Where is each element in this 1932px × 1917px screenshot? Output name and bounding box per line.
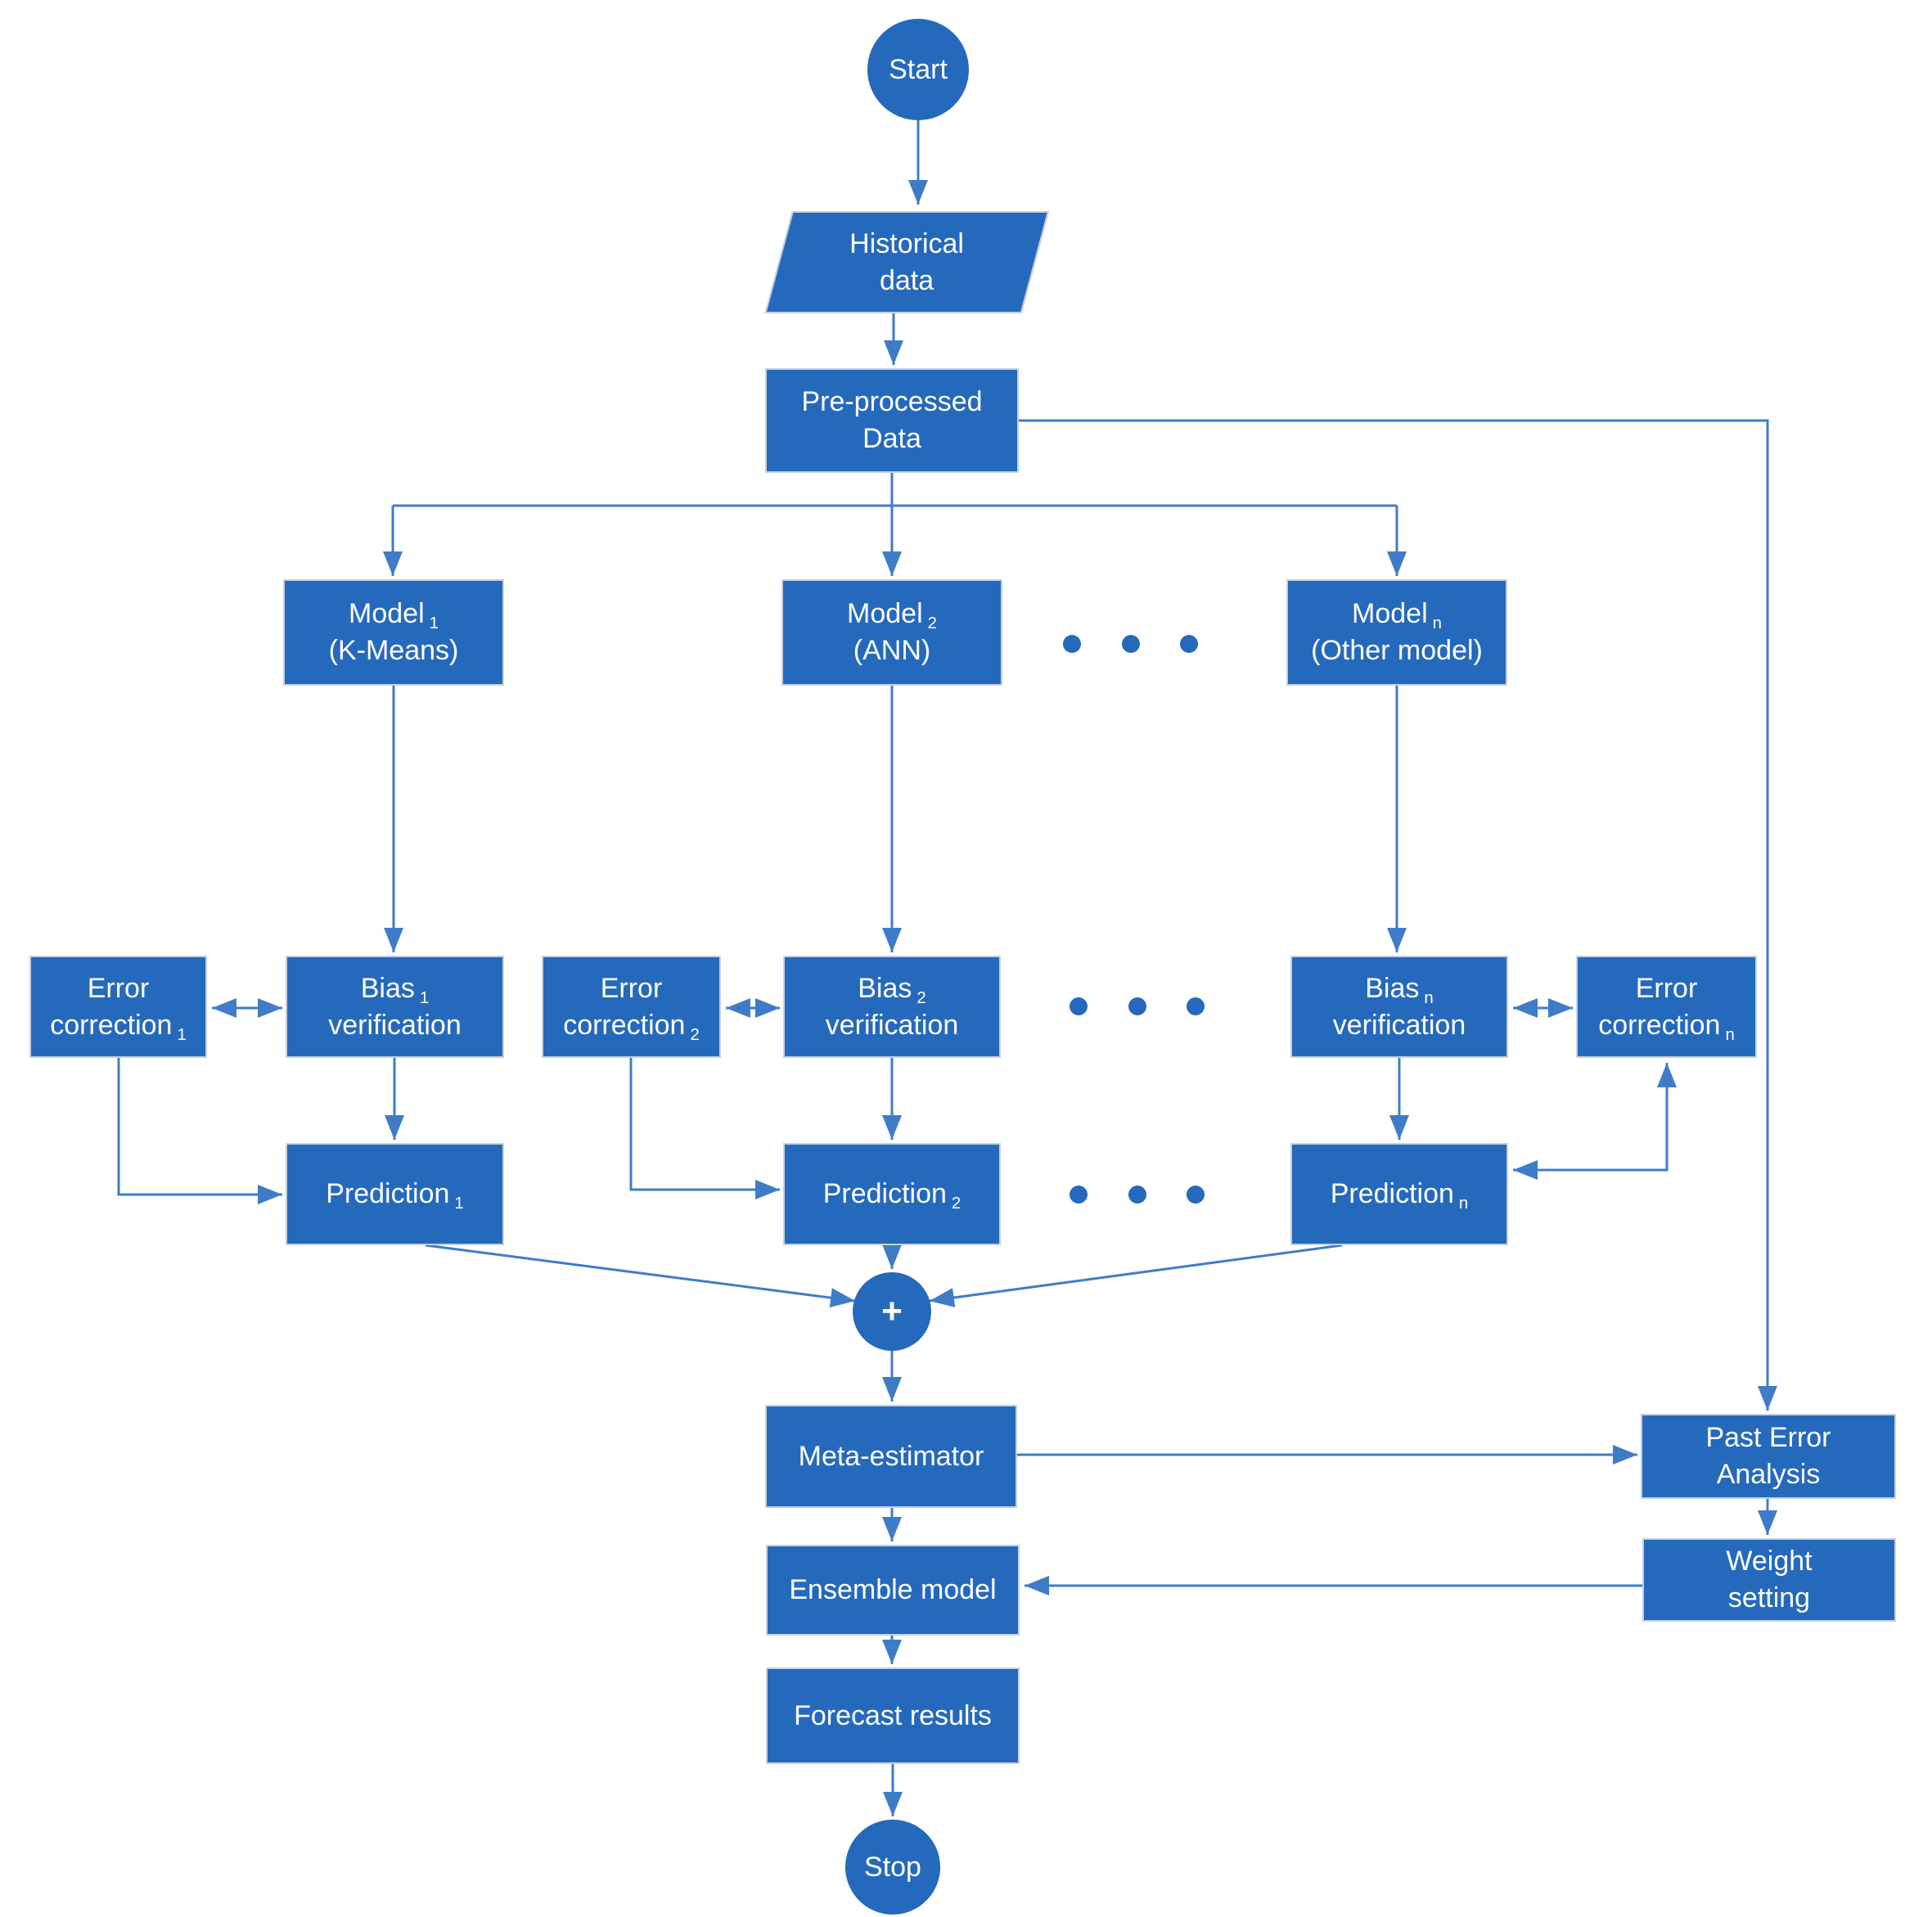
connector-errorn-predictionn-elbow — [1513, 1063, 1677, 1180]
plus-icon: + — [881, 1291, 903, 1331]
dot-icon — [1070, 997, 1088, 1015]
start-node: Start — [867, 19, 969, 120]
bias1-subscript: 1 — [419, 988, 430, 1007]
connector-predictionn-to-sum — [929, 1244, 1343, 1307]
ellipsis-dots-bias — [1070, 997, 1205, 1015]
modeln-subscript: n — [1432, 614, 1442, 633]
weight-setting-node: Weight setting — [1642, 1538, 1896, 1622]
start-label: Start — [889, 53, 948, 85]
connector-error1-to-prediction1 — [117, 1058, 282, 1204]
biasn-subscript: n — [1424, 988, 1434, 1007]
error2-subscript: 2 — [690, 1025, 700, 1044]
model2-label: Model — [847, 598, 923, 630]
sum-node: + — [853, 1272, 931, 1351]
modeln-detail: (Other model) — [1311, 635, 1483, 666]
dot-icon — [1180, 635, 1198, 653]
errorn-subscript: n — [1725, 1025, 1735, 1044]
meta-estimator-node: Meta-estimator — [765, 1405, 1017, 1508]
model2-detail: (ANN) — [853, 635, 931, 666]
ensemble-model-node: Ensemble model — [766, 1545, 1020, 1636]
model1-detail: (K-Means) — [328, 635, 459, 666]
dot-icon — [1121, 635, 1140, 653]
prediction2-subscript: 2 — [951, 1195, 961, 1213]
dot-icon — [1070, 1186, 1088, 1204]
model1-subscript: 1 — [429, 614, 439, 633]
model1-label: Model — [349, 598, 425, 630]
connector-prediction1-to-sum — [425, 1244, 856, 1308]
modeln-label: Model — [1352, 598, 1428, 630]
model2-subscript: 2 — [927, 614, 937, 633]
historical-data-node: Historical data — [764, 211, 1049, 313]
dot-icon — [1063, 635, 1081, 653]
ellipsis-dots-models — [1063, 635, 1198, 653]
past-error-analysis-node: Past Error Analysis — [1641, 1414, 1896, 1499]
dot-icon — [1128, 997, 1146, 1015]
historical-data-label: Historical data — [849, 227, 965, 296]
ellipsis-dots-prediction — [1070, 1186, 1205, 1204]
prediction1-subscript: 1 — [454, 1195, 464, 1213]
dot-icon — [1187, 1186, 1205, 1204]
stop-node: Stop — [845, 1820, 940, 1915]
stop-label: Stop — [864, 1851, 921, 1883]
forecast-results-node: Forecast results — [766, 1667, 1020, 1764]
bias2-subscript: 2 — [916, 988, 926, 1007]
connector-preprocessed-to-pasterror — [1019, 419, 1777, 1411]
dot-icon — [1187, 997, 1205, 1015]
predictionn-subscript: n — [1458, 1195, 1469, 1213]
connector-error2-to-prediction2 — [629, 1058, 780, 1199]
error1-subscript: 1 — [177, 1025, 187, 1044]
dot-icon — [1128, 1186, 1146, 1204]
preprocessed-data-node: Pre-processed Data — [765, 368, 1019, 473]
